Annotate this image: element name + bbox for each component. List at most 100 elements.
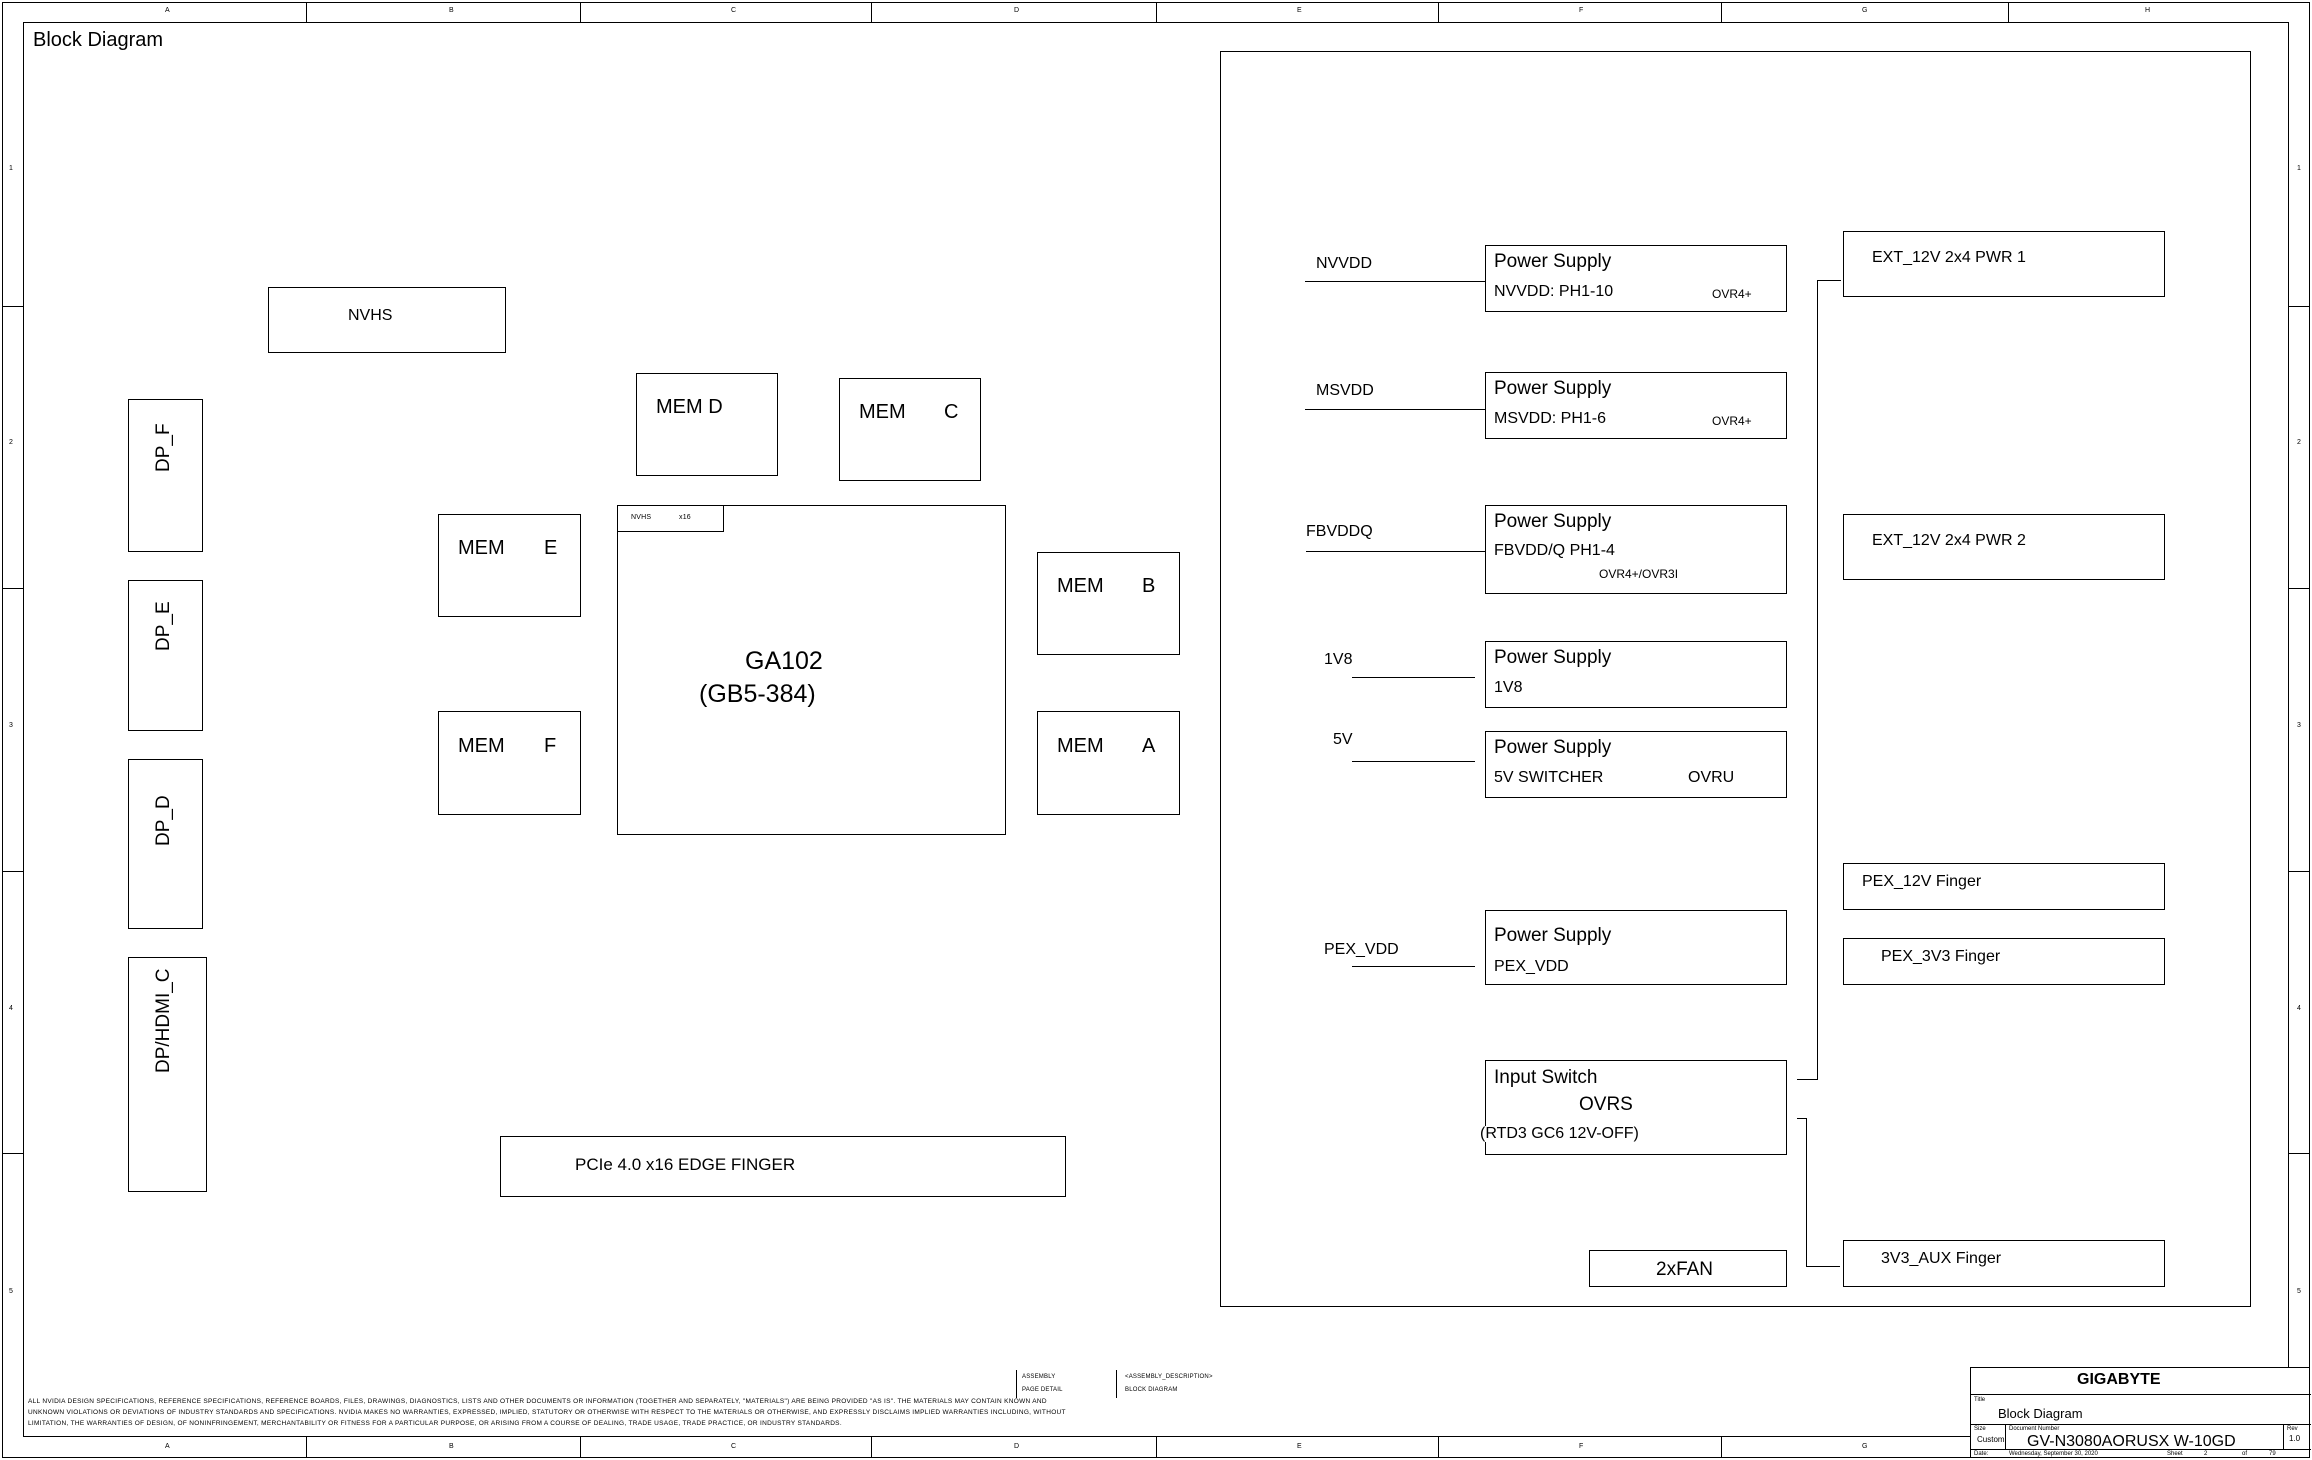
zone-col-label: B: [449, 1443, 454, 1450]
dp-f-connector[interactable]: DP_F: [128, 399, 203, 552]
power-supply-title: Power Supply: [1494, 737, 1612, 758]
title-block-rule: [1971, 1424, 2311, 1425]
power-supply-5v[interactable]: Power Supply 5V SWITCHER OVRU: [1485, 731, 1787, 798]
col-divider: [306, 1437, 307, 1458]
zone-row-label: 2: [2297, 439, 2302, 446]
pex-12v-finger-label: PEX_12V Finger: [1862, 873, 1982, 890]
power-supply-1v8[interactable]: Power Supply 1V8: [1485, 641, 1787, 708]
size-label: Size: [1974, 1426, 1986, 1432]
col-divider: [580, 1437, 581, 1458]
inner-frame: [23, 22, 2289, 1437]
nvhs-block[interactable]: NVHS: [268, 287, 506, 353]
input-switch-controller: OVRS: [1579, 1094, 1633, 1115]
zone-col-label: C: [731, 7, 737, 14]
mem-c-letter: C: [944, 401, 959, 423]
assembly-label: ASSEMBLY: [1022, 1374, 1056, 1380]
zone-col-label: D: [1014, 7, 1020, 14]
mem-c-block[interactable]: MEM C: [839, 378, 981, 481]
fan-label: 2xFAN: [1656, 1259, 1714, 1280]
power-supply-title: Power Supply: [1494, 511, 1612, 532]
mem-a-block[interactable]: MEM A: [1037, 711, 1180, 815]
gpu-name: GA102: [745, 647, 823, 675]
mem-e-label: MEM: [458, 537, 505, 559]
pcie-label: PCIe 4.0 x16 EDGE FINGER: [575, 1155, 796, 1174]
zone-col-label: F: [1579, 7, 1584, 14]
zone-col-label: E: [1297, 1443, 1302, 1450]
mem-a-label: MEM: [1057, 735, 1104, 757]
sheet-label: Sheet: [2167, 1451, 2183, 1457]
mem-f-block[interactable]: MEM F: [438, 711, 581, 815]
power-supply-phases: 1V8: [1494, 679, 1523, 696]
title-block-rule: [2283, 1424, 2284, 1449]
power-supply-msvdd[interactable]: Power Supply MSVDD: PH1-6 OVR4+: [1485, 372, 1787, 439]
row-divider: [2289, 588, 2310, 589]
gpu-memory-config: (GB5-384): [699, 680, 816, 708]
pcie-edge-finger[interactable]: PCIe 4.0 x16 EDGE FINGER: [500, 1136, 1066, 1197]
pex-3v3-finger[interactable]: PEX_3V3 Finger: [1843, 938, 2165, 985]
power-supply-controller: OVR4+/OVR3I: [1599, 567, 1679, 581]
title-block-rule: [1971, 1449, 2311, 1450]
dp-d-label: DP_D: [153, 795, 174, 846]
sheet-value: 2: [2204, 1451, 2208, 1457]
power-supply-phases: MSVDD: PH1-6: [1494, 410, 1607, 427]
row-divider: [2, 588, 23, 589]
zone-col-label: G: [1862, 7, 1868, 14]
power-supply-phases: PEX_VDD: [1494, 958, 1569, 975]
dp-hdmi-c-connector[interactable]: DP/HDMI_C: [128, 957, 207, 1192]
aux-wire: [1806, 1118, 1808, 1266]
aux-wire: [1797, 1118, 1807, 1120]
zone-row-label: 3: [9, 722, 14, 729]
dp-d-connector[interactable]: DP_D: [128, 759, 203, 929]
power-supply-pex-vdd[interactable]: Power Supply PEX_VDD: [1485, 910, 1787, 985]
mem-d-block[interactable]: MEM D: [636, 373, 778, 476]
zone-row-label: 4: [9, 1005, 14, 1012]
zone-col-label: E: [1297, 7, 1302, 14]
mem-b-block[interactable]: MEM B: [1037, 552, 1180, 655]
zone-col-label: A: [165, 1443, 170, 1450]
3v3-aux-finger-label: 3V3_AUX Finger: [1881, 1250, 2002, 1267]
title-label: Title: [1974, 1397, 1986, 1403]
pex-12v-finger[interactable]: PEX_12V Finger: [1843, 863, 2165, 910]
net-label-5v: 5V: [1333, 731, 1353, 748]
rev-value: 1.0: [2289, 1434, 2301, 1443]
zone-col-label: F: [1579, 1443, 1584, 1450]
power-supply-phases: NVVDD: PH1-10: [1494, 283, 1614, 300]
title-value: Block Diagram: [1998, 1406, 2083, 1421]
gpu-tab-nvhs: NVHS: [631, 514, 652, 521]
power-supply-title: Power Supply: [1494, 251, 1612, 272]
ext-12v-pwr2-connector[interactable]: EXT_12V 2x4 PWR 2: [1843, 514, 2165, 580]
zone-col-label: C: [731, 1443, 737, 1450]
col-divider: [1721, 2, 1722, 22]
pex-3v3-finger-label: PEX_3V3 Finger: [1881, 948, 2001, 965]
mem-f-letter: F: [544, 735, 557, 757]
net-label-fbvddq: FBVDDQ: [1306, 523, 1373, 540]
ext-12v-pwr1-connector[interactable]: EXT_12V 2x4 PWR 1: [1843, 231, 2165, 297]
legal-disclaimer: ALL NVIDIA DESIGN SPECIFICATIONS, REFERE…: [28, 1398, 1066, 1427]
mem-b-label: MEM: [1057, 575, 1104, 597]
ext-12v-pwr2-label: EXT_12V 2x4 PWR 2: [1872, 532, 2026, 549]
page-detail-label: PAGE DETAIL: [1022, 1387, 1063, 1393]
zone-col-label: H: [2145, 7, 2151, 14]
power-supply-nvvdd[interactable]: Power Supply NVVDD: PH1-10 OVR4+: [1485, 245, 1787, 312]
footer-divider: [1016, 1370, 1017, 1398]
col-divider: [1438, 1437, 1439, 1458]
power-supply-title: Power Supply: [1494, 647, 1612, 668]
3v3-aux-finger[interactable]: 3V3_AUX Finger: [1843, 1240, 2165, 1287]
date-value: Wednesday, September 30, 2020: [2009, 1451, 2098, 1457]
aux-wire: [1806, 1266, 1840, 1268]
net-wire: [1352, 677, 1475, 679]
dp-e-connector[interactable]: DP_E: [128, 580, 203, 731]
assembly-value: <ASSEMBLY_DESCRIPTION>: [1125, 1374, 1213, 1380]
gpu-block[interactable]: NVHS x16 GA102 (GB5-384): [617, 505, 1006, 835]
fan-block[interactable]: 2xFAN: [1589, 1250, 1787, 1287]
row-divider: [2, 306, 23, 307]
col-divider: [306, 2, 307, 22]
gpu-nvhs-port-tab: NVHS x16: [617, 505, 724, 532]
mem-e-block[interactable]: MEM E: [438, 514, 581, 617]
power-supply-fbvddq[interactable]: Power Supply FBVDD/Q PH1-4 OVR4+/OVR3I: [1485, 505, 1787, 594]
col-divider: [1438, 2, 1439, 22]
input-switch-note: (RTD3 GC6 12V-OFF): [1480, 1125, 1641, 1142]
zone-col-label: D: [1014, 1443, 1020, 1450]
net-wire: [1305, 281, 1486, 283]
